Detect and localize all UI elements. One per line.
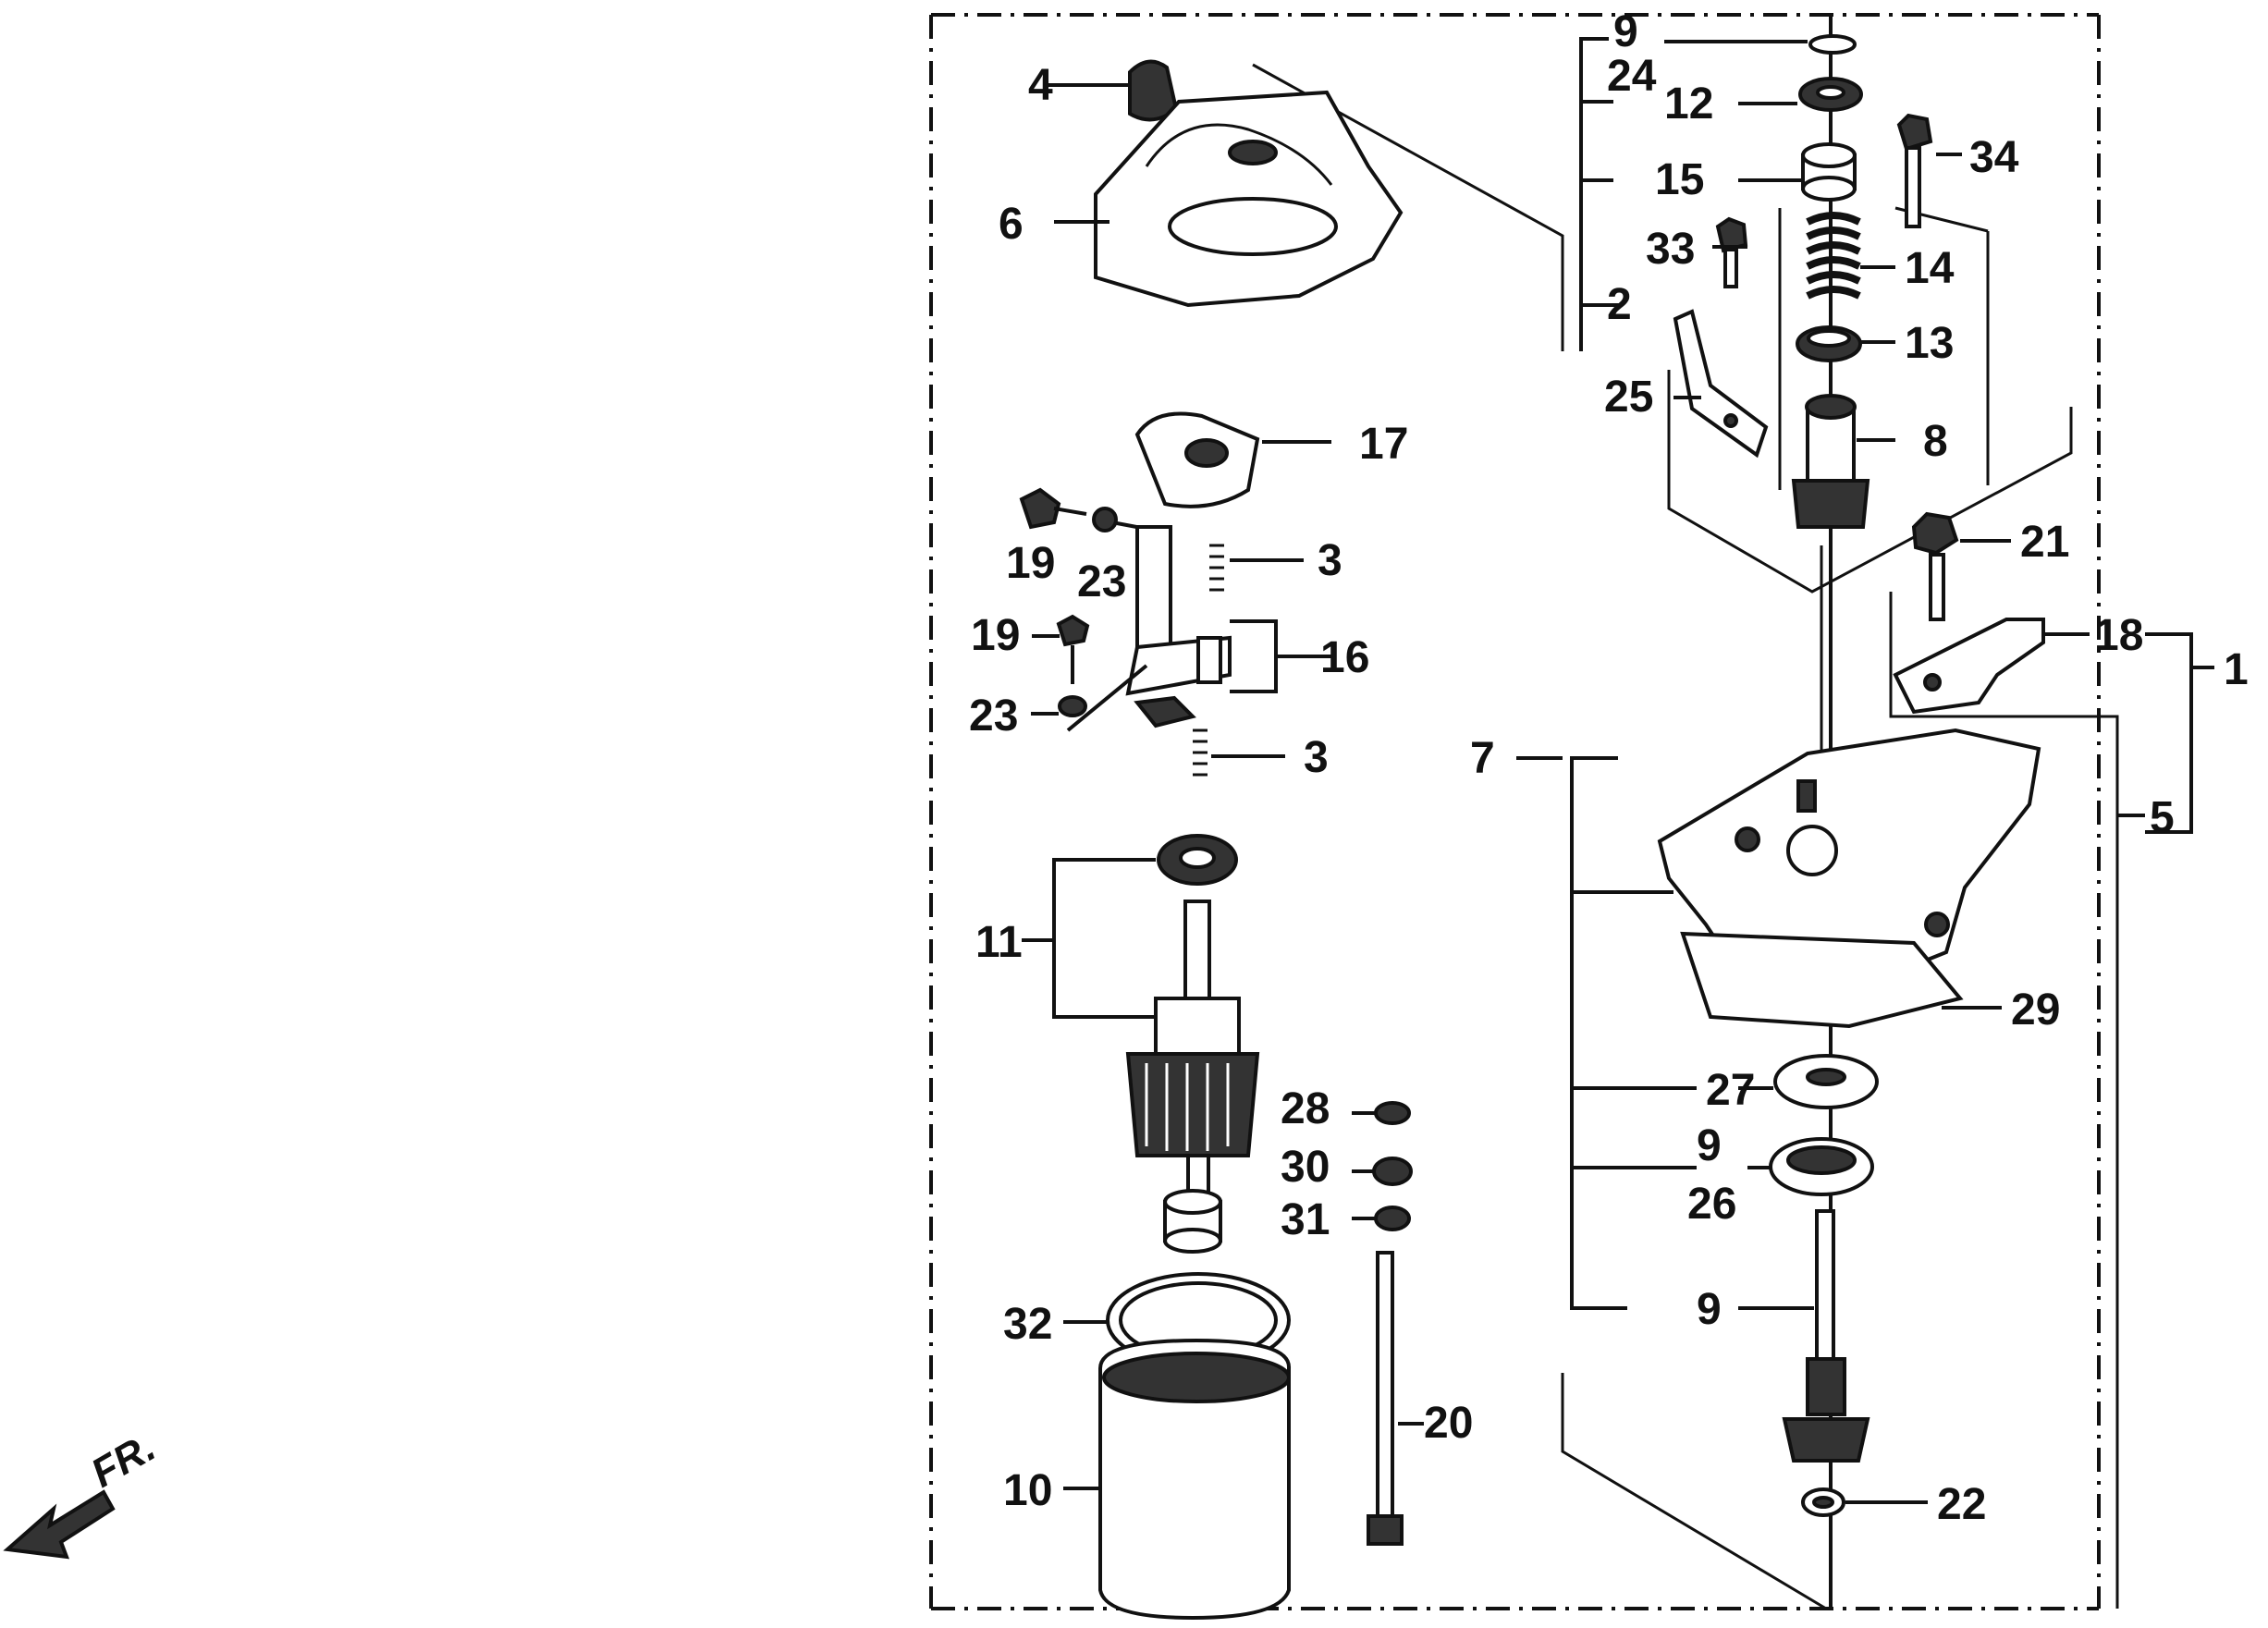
part-21-bolt (1911, 511, 2011, 621)
label-16: 16 (1320, 633, 1369, 682)
label-23-lower: 23 (969, 692, 1018, 741)
label-30: 30 (1281, 1143, 1330, 1192)
label-10: 10 (1003, 1466, 1052, 1515)
part-22-clip (1801, 1487, 1928, 1517)
label-24: 24 (1607, 52, 1657, 101)
part-18-plate (1893, 618, 2090, 715)
bracket-24-7 (1516, 37, 1697, 1310)
label-31: 31 (1281, 1195, 1330, 1244)
label-15: 15 (1655, 155, 1704, 204)
front-arrow-icon (3, 1489, 116, 1560)
label-18: 18 (2094, 611, 2143, 660)
part-26-bearing (1747, 1137, 1874, 1196)
part-9-drive-shaft (1738, 1209, 1870, 1463)
part-4-cap (1045, 59, 1179, 122)
part-7-gear-housing (1657, 728, 2041, 1029)
label-5: 5 (2150, 793, 2175, 842)
label-27: 27 (1706, 1066, 1755, 1115)
label-34: 34 (1969, 133, 2019, 182)
label-26: 26 (1687, 1180, 1736, 1229)
part-16-brush-plate (1066, 525, 1331, 732)
label-3-upper: 3 (1318, 536, 1342, 585)
label-9-bottom: 9 (1697, 1285, 1722, 1334)
bracket-1-5 (2117, 632, 2214, 834)
part-17-brush-holder (1134, 411, 1331, 508)
label-2: 2 (1607, 280, 1632, 329)
part-34-bolt (1896, 113, 1962, 228)
label-17: 17 (1359, 420, 1408, 469)
part-13-ring (1796, 325, 1895, 362)
label-9-mid: 9 (1697, 1121, 1722, 1170)
label-14: 14 (1905, 244, 1955, 293)
label-13: 13 (1905, 319, 1954, 368)
label-19-upper: 19 (1006, 539, 1055, 588)
part-8-pinion (1791, 394, 1895, 529)
part-10-yoke (1063, 1338, 1291, 1621)
part-33-bolt (1712, 216, 1748, 288)
part-27-washer (1738, 1054, 1879, 1109)
label-22: 22 (1937, 1480, 1986, 1529)
label-8: 8 (1923, 417, 1948, 466)
part-25-shift-lever (1673, 309, 1769, 459)
label-25: 25 (1604, 373, 1653, 422)
label-33: 33 (1646, 225, 1695, 274)
part-28-30-31-small (1352, 1101, 1413, 1231)
label-11: 11 (975, 918, 1023, 967)
label-6: 6 (999, 200, 1024, 249)
part-14-spring (1806, 212, 1895, 300)
label-9-top: 9 (1613, 7, 1638, 56)
part-20-through-bolt (1367, 1251, 1424, 1546)
label-28: 28 (1281, 1084, 1330, 1133)
label-23-upper: 23 (1077, 557, 1126, 606)
label-29: 29 (2011, 985, 2060, 1034)
part-bushing (1163, 1189, 1222, 1254)
label-32: 32 (1003, 1300, 1052, 1349)
label-4: 4 (1028, 61, 1053, 110)
part-15-collar (1738, 142, 1857, 202)
label-1: 1 (2224, 645, 2249, 694)
part-19-23-screws-upper (1019, 487, 1147, 532)
part-3-springs (1193, 544, 1304, 777)
part-6-end-cover (1054, 90, 1404, 308)
part-19-23-screws-lower (1031, 614, 1196, 728)
label-3-lower: 3 (1304, 733, 1329, 782)
front-direction-label: FR. (84, 1425, 164, 1497)
part-9-washer-top (1664, 34, 1857, 55)
part-12-ring (1738, 77, 1863, 112)
label-19-lower: 19 (971, 611, 1020, 660)
label-12: 12 (1664, 80, 1713, 129)
label-20: 20 (1424, 1399, 1473, 1448)
label-21: 21 (2020, 518, 2069, 567)
part-11-armature (1022, 834, 1260, 1204)
label-7: 7 (1470, 734, 1495, 783)
